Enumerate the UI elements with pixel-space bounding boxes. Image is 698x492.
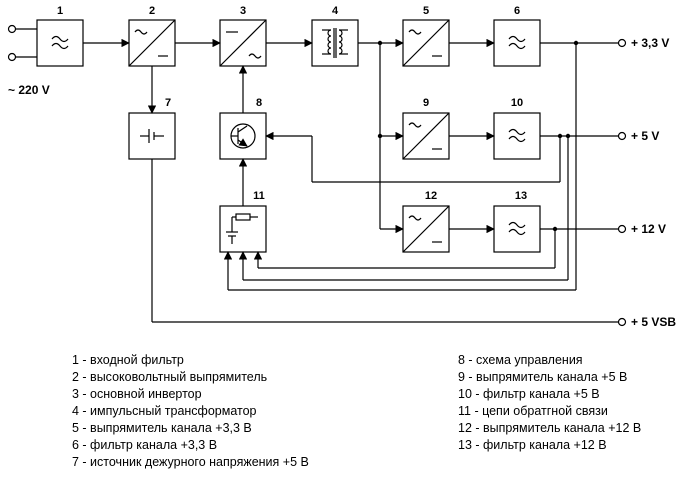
filter-icon: [508, 35, 526, 50]
legend-item: 10 - фильтр канала +5 В: [458, 387, 600, 401]
legend-item: 3 - основной инвертор: [72, 387, 202, 401]
filter-icon: [508, 221, 526, 236]
input-terminal-bottom: [7, 52, 17, 62]
legend-item: 8 - схема управления: [458, 353, 583, 367]
block-13-filter-12v: [493, 205, 541, 253]
block-number: 2: [149, 5, 155, 17]
legend-item: 13 - фильтр канала +12 В: [458, 438, 607, 452]
block-number: 9: [423, 97, 429, 109]
block-number: 6: [514, 5, 520, 17]
block-number: 8: [256, 97, 262, 109]
block-6-filter-3v3: [493, 19, 541, 67]
output-terminal-3v3: [617, 38, 627, 48]
legend-right: 8 - схема управления 9 - выпрямитель кан…: [458, 352, 641, 454]
output-terminal-5v: [617, 131, 627, 141]
legend-item: 7 - источник дежурного напряжения +5 В: [72, 455, 309, 469]
block-number: 5: [423, 5, 429, 17]
block-8-control: [219, 112, 267, 160]
input-voltage-label: ~ 220 V: [8, 83, 50, 97]
feedback-circuit-icon: [226, 213, 258, 244]
block-number: 13: [515, 190, 527, 202]
ac-dc-icon: [402, 205, 450, 253]
block-number: 1: [57, 5, 63, 17]
output-label-5v: + 5 V: [631, 129, 659, 143]
legend-item: 9 - выпрямитель канала +5 В: [458, 370, 628, 384]
legend-item: 11 - цепи обратгной связи: [458, 404, 608, 418]
output-terminal-12v: [617, 224, 627, 234]
block-number: 12: [425, 190, 437, 202]
block-number: 4: [332, 5, 339, 17]
ac-dc-icon: [402, 19, 450, 67]
block-11-feedback: [219, 205, 267, 253]
legend-item: 4 - импульсный трансформатор: [72, 404, 257, 418]
block-diagram: 1 2 3 4 5 6 7 8 9 10 11 12 13 ~ 220 V + …: [7, 5, 676, 329]
dc-ac-icon: [219, 19, 267, 67]
block-1-input-filter: [36, 19, 84, 67]
dc-source-icon: [140, 129, 164, 143]
output-label-5vsb: + 5 VSB: [631, 315, 676, 329]
filter-icon: [51, 35, 69, 50]
ac-dc-icon: [128, 19, 176, 67]
filter-icon: [508, 128, 526, 143]
output-label-12v: + 12 V: [631, 222, 666, 236]
block-number: 11: [253, 190, 265, 202]
legend-item: 12 - выпрямитель канала +12 В: [458, 421, 642, 435]
legend-left: 1 - входной фильтр 2 - высоковольтный вы…: [72, 352, 309, 471]
input-terminal-top: [7, 24, 17, 34]
legend-item: 6 - фильтр канала +3,3 В: [72, 438, 218, 452]
legend-item: 1 - входной фильтр: [72, 353, 184, 367]
legend-item: 2 - высоковольтный выпрямитель: [72, 370, 268, 384]
transistor-icon: [230, 123, 256, 149]
block-number: 3: [240, 5, 246, 17]
block-number: 7: [165, 97, 171, 109]
block-4-transformer: [311, 19, 359, 67]
block-number: 10: [511, 97, 523, 109]
ac-dc-icon: [402, 112, 450, 160]
block-10-filter-5v: [493, 112, 541, 160]
transformer-icon: [322, 28, 348, 58]
block-7-standby-source: [128, 112, 176, 160]
legend-item: 5 - выпрямитель канала +3,3 В: [72, 421, 252, 435]
output-terminal-5vsb: [617, 317, 627, 327]
output-label-3v3: + 3,3 V: [631, 36, 669, 50]
